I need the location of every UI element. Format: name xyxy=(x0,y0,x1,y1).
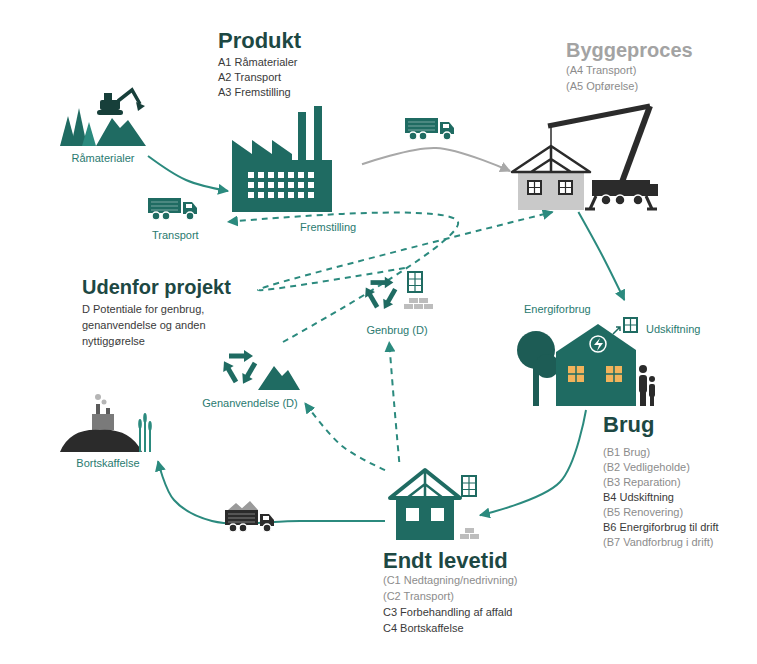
dashed-arrow xyxy=(305,403,385,470)
excavator-shape xyxy=(97,90,145,115)
flow-arrow xyxy=(148,156,228,191)
stage-item: (A5 Opførelse) xyxy=(566,80,638,93)
dashed-arrow xyxy=(228,213,458,342)
flow-arrow xyxy=(578,212,624,300)
stage-item: C3 Forbehandling af affald xyxy=(383,606,512,619)
stage-item: (C2 Transport) xyxy=(383,590,454,603)
mountain-shape xyxy=(96,118,146,146)
truck-load xyxy=(228,501,258,510)
use-node: EnergiforbrugUdskiftningBrug(B1 Brug)(B2… xyxy=(515,300,657,410)
stage-item: (A4 Transport) xyxy=(566,64,636,77)
reuse-node: Genbrug (D) xyxy=(358,268,436,342)
icon-label: Råmaterialer xyxy=(72,152,135,165)
truck-icon xyxy=(405,118,454,140)
stage-item: (B3 Reparation) xyxy=(603,476,681,489)
stage-item: (B7 Vandforbrug i drift) xyxy=(603,536,713,549)
factory-icon xyxy=(232,106,332,212)
crane-mast xyxy=(622,106,650,182)
stage-item: B4 Udskiftning xyxy=(603,491,674,504)
use-stage-icon xyxy=(517,318,655,406)
reuse-icon xyxy=(361,272,433,312)
stage-heading: Endt levetid xyxy=(383,548,508,574)
truck-icon xyxy=(225,510,274,532)
product-node: ProduktA1 RåmaterialerA2 TransportA3 Fre… xyxy=(228,104,362,238)
flow-arrow xyxy=(480,410,586,515)
icon-label: Fremstilling xyxy=(300,221,356,234)
flow-arrow xyxy=(362,148,510,171)
stage-heading: Produkt xyxy=(218,28,301,54)
window-icon xyxy=(624,318,637,332)
stage-item: (B5 Renovering) xyxy=(603,506,683,519)
flow-arrow xyxy=(158,461,385,523)
icon-label: Genanvendelse (D) xyxy=(202,397,297,410)
stage-item: (B2 Vedligeholde) xyxy=(603,461,690,474)
edge-label: Transport xyxy=(152,229,199,242)
house-shape xyxy=(556,324,636,406)
roof-truss xyxy=(512,146,590,172)
stage-heading: Brug xyxy=(603,412,654,438)
icon-label: Genbrug (D) xyxy=(366,324,427,337)
icon-label: Energiforbrug xyxy=(524,303,591,316)
disposal-icon xyxy=(60,394,152,452)
end-of-life-node: Endt levetid(C1 Nedtagning/nedrivning)(C… xyxy=(385,462,480,544)
recycling-icon xyxy=(219,350,300,390)
end-of-life-icon xyxy=(390,470,479,540)
raw-materials-icon xyxy=(60,90,146,146)
dashed-arrow xyxy=(258,212,553,290)
dashed-arrow xyxy=(389,342,399,462)
section-heading: Udenfor projekt xyxy=(82,275,231,299)
icon-label: Bortskaffelse xyxy=(76,457,139,470)
stage-item: A3 Fremstilling xyxy=(218,86,291,99)
disposal-node: Bortskaffelse xyxy=(58,395,158,473)
icon-label: Udskiftning xyxy=(646,323,700,336)
recycling-node: Genanvendelse (D) xyxy=(195,342,305,414)
connector-group xyxy=(148,148,624,524)
stage-item: B6 Energiforbrug til drift xyxy=(603,521,719,534)
section-note: D Potentiale for genbrug, genanvendelse … xyxy=(82,301,232,349)
stage-item: A2 Transport xyxy=(218,71,281,84)
stage-heading: Byggeproces xyxy=(566,38,693,62)
truck-icon xyxy=(148,198,197,220)
stage-item: A1 Råmaterialer xyxy=(218,56,297,69)
house-body xyxy=(518,172,584,210)
stage-item: C4 Bortskaffelse xyxy=(383,622,464,635)
construction-node: Byggeproces(A4 Transport)(A5 Opførelse) xyxy=(510,95,662,212)
tree-shape xyxy=(82,122,96,146)
stage-item: (B1 Brug) xyxy=(603,446,650,459)
construction-icon xyxy=(512,106,658,210)
crane-boom xyxy=(548,106,650,126)
raw-materials-node: Råmaterialer xyxy=(58,88,148,168)
stage-item: (C1 Nedtagning/nedrivning) xyxy=(383,574,518,587)
